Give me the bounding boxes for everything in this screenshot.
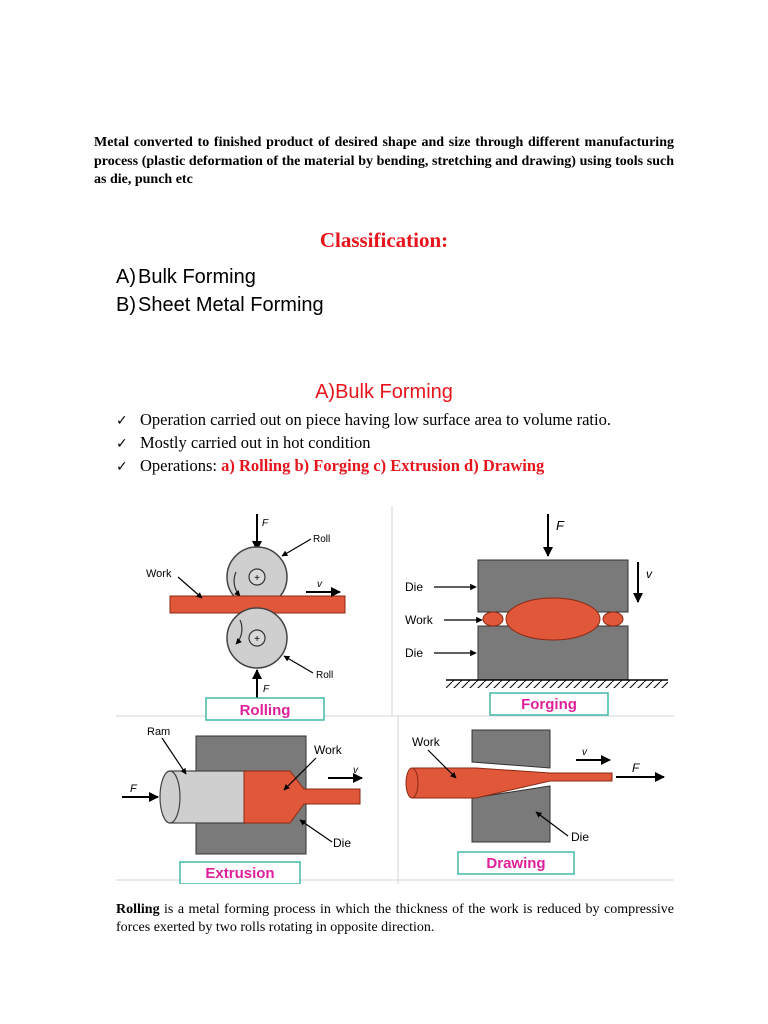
forging-velocity-label: v xyxy=(646,567,653,581)
forging-caption: Forging xyxy=(521,696,577,713)
forming-processes-figure: F + + F v Work Roll Roll Rolling F v xyxy=(116,506,674,884)
item-label: Bulk Forming xyxy=(138,266,256,288)
rolling-diagram: F + + F v Work Roll Roll Rolling xyxy=(146,514,346,721)
operations-list: a) Rolling b) Forging c) Extrusion d) Dr… xyxy=(221,456,545,475)
item-marker: B) xyxy=(116,294,136,316)
item-marker: A) xyxy=(116,266,136,288)
bullet-text: Operations: xyxy=(140,456,222,475)
extrusion-diagram: F Ram Work v Die Extrusion xyxy=(122,726,363,884)
drawing-work-label: Work xyxy=(412,735,441,749)
drawing-caption: Drawing xyxy=(486,855,545,872)
extrusion-force-label: F xyxy=(130,783,138,795)
rolling-force-top-label: F xyxy=(262,518,269,529)
extrusion-caption: Extrusion xyxy=(205,865,274,882)
bullet-item: ✓ Mostly carried out in hot condition xyxy=(116,432,611,455)
check-icon: ✓ xyxy=(116,413,128,429)
bullet-item: ✓ Operations: a) Rolling b) Forging c) Ex… xyxy=(116,455,611,478)
svg-text:+: + xyxy=(254,634,260,645)
bulk-forming-bullets: ✓ Operation carried out on piece having l… xyxy=(116,409,611,478)
rolling-roll-bottom-label: Roll xyxy=(316,670,333,681)
drawing-velocity-label: v xyxy=(582,747,588,758)
classification-item-bulk: A)Bulk Forming xyxy=(116,266,256,289)
classification-item-sheet: B)Sheet Metal Forming xyxy=(116,294,324,317)
bullet-text: Operation carried out on piece having lo… xyxy=(140,410,611,429)
rolling-caption: Rolling xyxy=(240,702,291,719)
svg-text:+: + xyxy=(254,573,260,584)
bullet-text: Mostly carried out in hot condition xyxy=(140,433,371,452)
rolling-velocity-label: v xyxy=(317,579,323,590)
rolling-term: Rolling xyxy=(116,902,160,917)
check-icon: ✓ xyxy=(116,459,128,475)
classification-heading: Classification: xyxy=(319,228,449,252)
rolling-work-label: Work xyxy=(146,568,172,580)
extrusion-velocity-label: v xyxy=(353,765,359,776)
bullet-item: ✓ Operation carried out on piece having l… xyxy=(116,409,611,432)
extrusion-ram-label: Ram xyxy=(147,726,170,738)
drawing-die-label: Die xyxy=(571,830,589,844)
forging-force-label: F xyxy=(556,518,565,533)
drawing-force-label: F xyxy=(632,761,640,775)
rolling-roll-top-label: Roll xyxy=(313,534,330,545)
forging-die-top-label: Die xyxy=(405,580,423,594)
rolling-force-bottom-label: F xyxy=(263,684,270,695)
rolling-description-text: is a metal forming process in which the … xyxy=(116,902,674,935)
rolling-description: Rolling is a metal forming process in wh… xyxy=(116,901,674,937)
drawing-diagram: Work v F Die Drawing xyxy=(405,729,665,875)
extrusion-die-label: Die xyxy=(333,836,351,850)
forging-diagram: F v Die Work Die Forging xyxy=(405,514,668,716)
intro-paragraph: Metal converted to finished product of d… xyxy=(94,135,674,187)
extrusion-work-label: Work xyxy=(314,743,343,757)
item-label: Sheet Metal Forming xyxy=(138,294,324,316)
forging-die-bottom-label: Die xyxy=(405,646,423,660)
forging-work-label: Work xyxy=(405,613,434,627)
bulk-forming-heading: A)Bulk Forming xyxy=(315,381,453,403)
check-icon: ✓ xyxy=(116,436,128,452)
